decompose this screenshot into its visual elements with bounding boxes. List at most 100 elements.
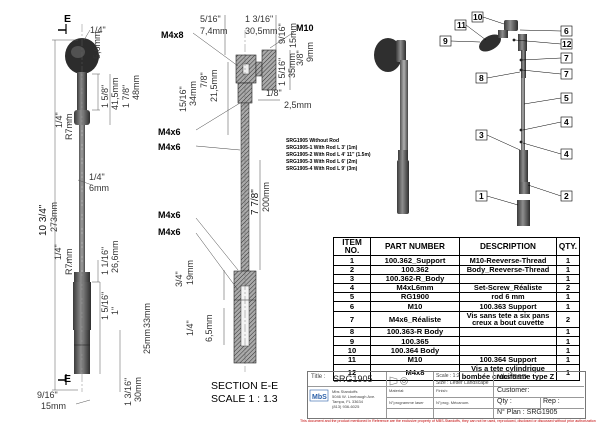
bom-cell: 1: [556, 273, 580, 284]
bom-cell: Body_Reeverse-Thread: [459, 264, 557, 275]
bom-cell: 100.364 Support: [459, 354, 557, 365]
bom-cell: 1: [556, 336, 580, 347]
dim-1316-in: 1 3/16": [245, 14, 273, 24]
company-addr2: Tampa, FL 33634: [332, 399, 363, 404]
dim-overall-mm: 273mm: [49, 202, 59, 232]
balloon: 4: [564, 149, 569, 159]
dim-rod-mm: 6mm: [89, 183, 109, 193]
company-phone: (813) 936-6025: [332, 404, 360, 409]
dim-18-mm: 2,5mm: [284, 100, 312, 110]
dim-1-516-in: 1 5/16": [277, 58, 287, 86]
dim-len-e-mm: 25mm: [142, 329, 152, 354]
bom-cell: 1: [556, 301, 580, 312]
dim-radius-bot-mm: R7mm: [64, 249, 74, 276]
bom-cell: 100.362: [370, 264, 460, 275]
bom-cell: M10: [370, 354, 460, 365]
bom-cell: 100.365: [370, 336, 460, 347]
front-view: E E: [37, 13, 152, 411]
dim-14-in: 1/4": [185, 320, 195, 336]
label-m4x6-c: M4x6: [158, 210, 181, 220]
balloon: 12: [562, 39, 572, 49]
bom-cell: Vis a tete cylindrique bombée cruciforme…: [459, 363, 557, 382]
dim-len-e-in: 1": [110, 307, 120, 315]
dim-516-mm: 7,4mm: [200, 26, 228, 36]
dim-778-mm: 200mm: [261, 182, 271, 212]
model-note: SRG1905-2 With Rod L 4' 11" (1.5m): [286, 152, 371, 158]
bom-cell: [459, 273, 557, 284]
balloon: 10: [473, 12, 483, 22]
balloon: 1: [479, 191, 484, 201]
bom-cell: 100.363-R Body: [370, 327, 460, 338]
balloon: 11: [457, 20, 466, 30]
label-m4x6-d: M4x6: [158, 227, 181, 237]
model-notes: SRG1905 Without Rod SRG1905-1 With Rod L…: [286, 138, 371, 172]
balloon: 7: [564, 53, 569, 63]
bom-cell: 100.363 Support: [459, 301, 557, 312]
bom-cell: 1: [556, 354, 580, 365]
scale-label: Scale : 1:2: [436, 373, 460, 379]
dim-radius-top-in: 1/4": [54, 112, 64, 128]
isometric-exploded: 11 10 9 6 12 7 7 8 5 4 3 4 1 2: [439, 11, 573, 226]
bom-cell: 100.362-R_Body: [370, 273, 460, 284]
logo-text: MbS: [312, 394, 327, 401]
dim-778-in: 7 7/8": [250, 189, 261, 215]
size-label: Size : Letter Landscape: [436, 380, 489, 386]
dim-38-in: 3/8": [295, 50, 305, 66]
finish-label: Finish:: [436, 388, 448, 393]
plan-label: N° Plan : SRG1905: [497, 409, 558, 416]
dim-len-a-mm: 41,5mm: [110, 77, 120, 110]
bom-cell: 100.362_Support: [370, 255, 460, 266]
dim-34-mm: 19mm: [185, 260, 195, 285]
isometric-small: [374, 38, 409, 214]
material-label: Material:: [389, 388, 405, 393]
dim-916-mm: 15mm: [288, 23, 298, 48]
dim-overall-in: 10 3/4": [38, 204, 49, 236]
bom-cell: M10: [370, 301, 460, 312]
dim-1-516-mm: 35mm: [287, 53, 297, 78]
bom-cell: RG1900: [370, 292, 460, 303]
bom-cell: 6: [333, 301, 371, 312]
dim-radius-top-mm: R7mm: [64, 114, 74, 141]
section-marker-top: E: [64, 13, 71, 25]
title-value: SRG1905: [333, 374, 373, 384]
dim-base-diam-in: 9/16": [37, 390, 58, 400]
bom-header: ITEM NO.: [333, 236, 371, 257]
model-note: SRG1905 Without Rod: [286, 138, 339, 144]
balloon: 6: [564, 26, 569, 36]
bom-cell: 12: [333, 363, 371, 382]
dim-len-c-in: 1 1/16": [100, 247, 110, 275]
model-note: SRG1905-3 With Rod L 6' (2m): [286, 159, 358, 165]
bom-cell: 11: [333, 354, 371, 365]
model-note: SRG1905-1 With Rod L 3' (1m): [286, 145, 358, 151]
bom-cell: 100.364 Body: [370, 345, 460, 356]
bom-cell: 1: [333, 255, 371, 266]
section-caption-line1: SECTION E-E: [211, 380, 278, 392]
bom-cell: 9: [333, 336, 371, 347]
dim-top-diam-in: 1/4": [90, 25, 106, 35]
dim-radius-bot-in: 1/4": [53, 244, 63, 260]
title-label: Title :: [311, 374, 326, 380]
bom-cell: rod 6 mm: [459, 292, 557, 303]
bom-cell: 1: [556, 345, 580, 356]
dim-rod-in: 1/4": [89, 172, 105, 182]
bom-cell: M4xL6mm: [370, 282, 460, 294]
bom-cell: 3: [333, 273, 371, 284]
bom-header-row: ITEM NO. PART NUMBER DESCRIPTION QTY.: [333, 236, 580, 257]
dim-78-mm: 21,5mm: [209, 69, 219, 102]
label-m4x6-a: M4x6: [158, 127, 181, 137]
bom-cell: 1: [556, 327, 580, 338]
bom-cell: 2: [556, 310, 580, 329]
bom-cell: 2: [333, 264, 371, 275]
bom-cell: M10-Reeverse-Thread: [459, 255, 557, 266]
balloon: 3: [479, 130, 484, 140]
